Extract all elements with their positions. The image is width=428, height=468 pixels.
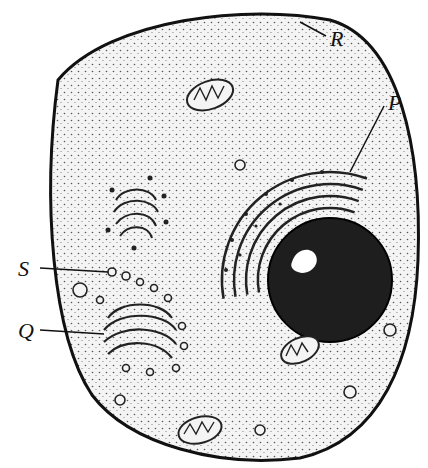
nucleolus: [291, 250, 317, 273]
part-label: P: [388, 92, 401, 114]
part-label: Q: [18, 320, 34, 342]
nucleus: [268, 218, 392, 342]
centrosome: [114, 190, 158, 239]
cell-membrane: [51, 14, 419, 460]
golgi-apparatus: [104, 305, 176, 359]
granules: [106, 176, 169, 251]
cristae: [184, 86, 308, 434]
leader-lines: [40, 22, 384, 334]
mitochondria: [175, 74, 323, 449]
part-label: R: [330, 28, 343, 50]
vesicles: [73, 160, 396, 435]
part-label: S: [18, 258, 29, 280]
